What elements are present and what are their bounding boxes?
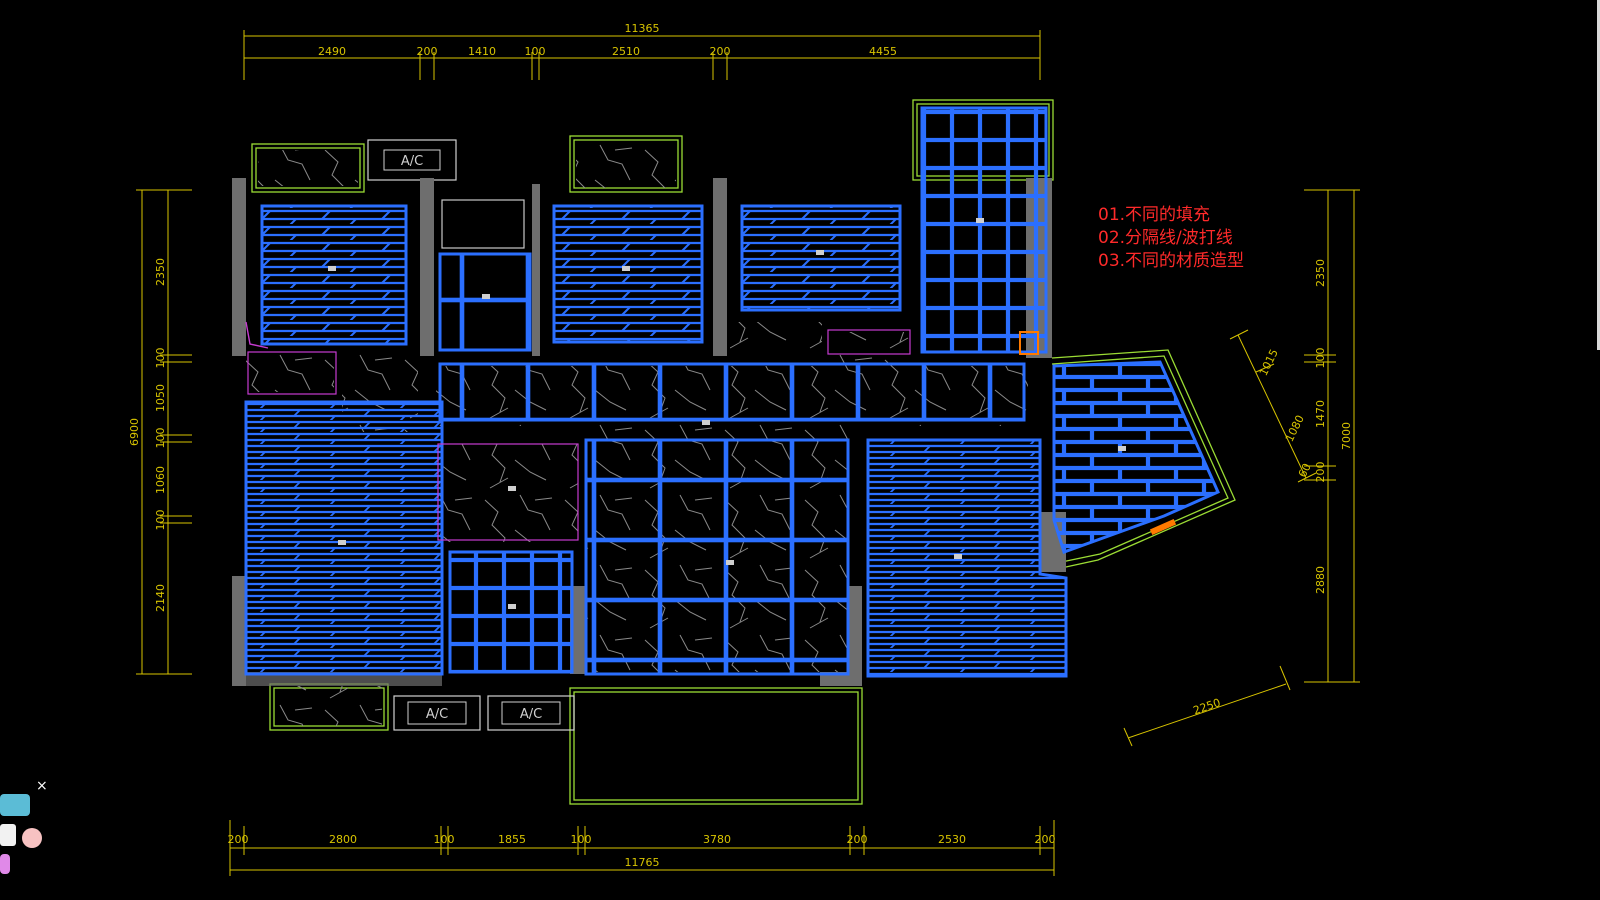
room-fill-plank <box>866 438 1068 678</box>
room-fill-grid <box>438 252 532 352</box>
dim-right-seg: 100 <box>1314 348 1327 369</box>
annotation-note-3: 03.不同的材质造型 <box>1098 251 1245 271</box>
dim-bottom-seg: 3780 <box>703 833 731 846</box>
accent-marks <box>245 321 1177 541</box>
dim-bottom-seg: 100 <box>571 833 592 846</box>
dim-bottom-seg: 2530 <box>938 833 966 846</box>
dim-left-seg: 100 <box>154 428 167 449</box>
dim-right-seg: 2880 <box>1314 566 1327 594</box>
room-fill-herringbone <box>552 204 704 344</box>
dim-top-seg: 4455 <box>869 45 897 58</box>
dim-top-seg: 1410 <box>468 45 496 58</box>
dim-diag-bottom: 2250 <box>1192 696 1223 717</box>
dim-left-seg: 100 <box>154 510 167 531</box>
room-fill-grid <box>448 550 574 674</box>
dim-left-seg: 1060 <box>154 466 167 494</box>
room-fill-herringbone <box>740 204 902 312</box>
dimension-labels: 11365 2490 200 1410 100 2510 200 4455 20… <box>228 22 1056 869</box>
dim-diag: 60 <box>1296 461 1314 479</box>
living-grid <box>584 438 850 676</box>
annotation-note-2: 02.分隔线/波打线 <box>1098 228 1233 248</box>
dim-left-seg: 100 <box>154 348 167 369</box>
dim-bottom-seg: 1855 <box>498 833 526 846</box>
dim-top-seg: 2510 <box>612 45 640 58</box>
logo-sticker: × <box>0 778 60 890</box>
dim-bottom-seg: 200 <box>228 833 249 846</box>
room-fill-herringbone <box>260 204 408 346</box>
dim-top-seg: 200 <box>710 45 731 58</box>
scrollbar-handle[interactable] <box>1597 0 1600 350</box>
dimension-lines <box>136 30 1360 876</box>
ac-label: A/C <box>426 707 448 722</box>
dim-bottom-seg: 2800 <box>329 833 357 846</box>
dim-right-seg: 2350 <box>1314 259 1327 287</box>
outer-outlines <box>251 99 1236 805</box>
dim-right-seg: 1470 <box>1314 400 1327 428</box>
dim-bottom-seg: 100 <box>434 833 455 846</box>
room-tags <box>328 218 1126 609</box>
dim-left-seg: 2350 <box>154 258 167 286</box>
dim-top-seg: 100 <box>525 45 546 58</box>
dim-right-total: 7000 <box>1340 422 1353 450</box>
ac-label: A/C <box>520 707 542 722</box>
dim-left-seg: 1050 <box>154 384 167 412</box>
wardrobe-hatch <box>441 199 525 249</box>
dim-left-total: 6900 <box>128 418 141 446</box>
ac-units: A/C A/C A/C <box>367 139 575 731</box>
dimension-labels-vertical: 6900 2350 100 1050 100 1060 100 2140 700… <box>128 258 1353 717</box>
dim-diag: 1015 <box>1257 347 1281 378</box>
dim-top-total: 11365 <box>625 22 660 35</box>
annotation-note-1: 01.不同的填充 <box>1098 205 1211 225</box>
dim-diag: 1080 <box>1283 413 1307 444</box>
dim-left-seg: 2140 <box>154 584 167 612</box>
room-fill-grid <box>920 106 1048 354</box>
dim-top-seg: 200 <box>417 45 438 58</box>
tile-fills <box>244 106 1220 678</box>
dim-bottom-seg: 200 <box>1035 833 1056 846</box>
dim-bottom-total: 11765 <box>625 856 660 869</box>
ac-label: A/C <box>401 154 423 169</box>
room-fill-brick <box>1052 360 1220 554</box>
dim-top-seg: 2490 <box>318 45 346 58</box>
close-icon[interactable]: × <box>36 778 48 794</box>
dim-bottom-seg: 200 <box>847 833 868 846</box>
corridor-grid <box>438 362 1026 422</box>
dim-right-seg: 200 <box>1314 462 1327 483</box>
room-fill-plank <box>244 400 444 676</box>
